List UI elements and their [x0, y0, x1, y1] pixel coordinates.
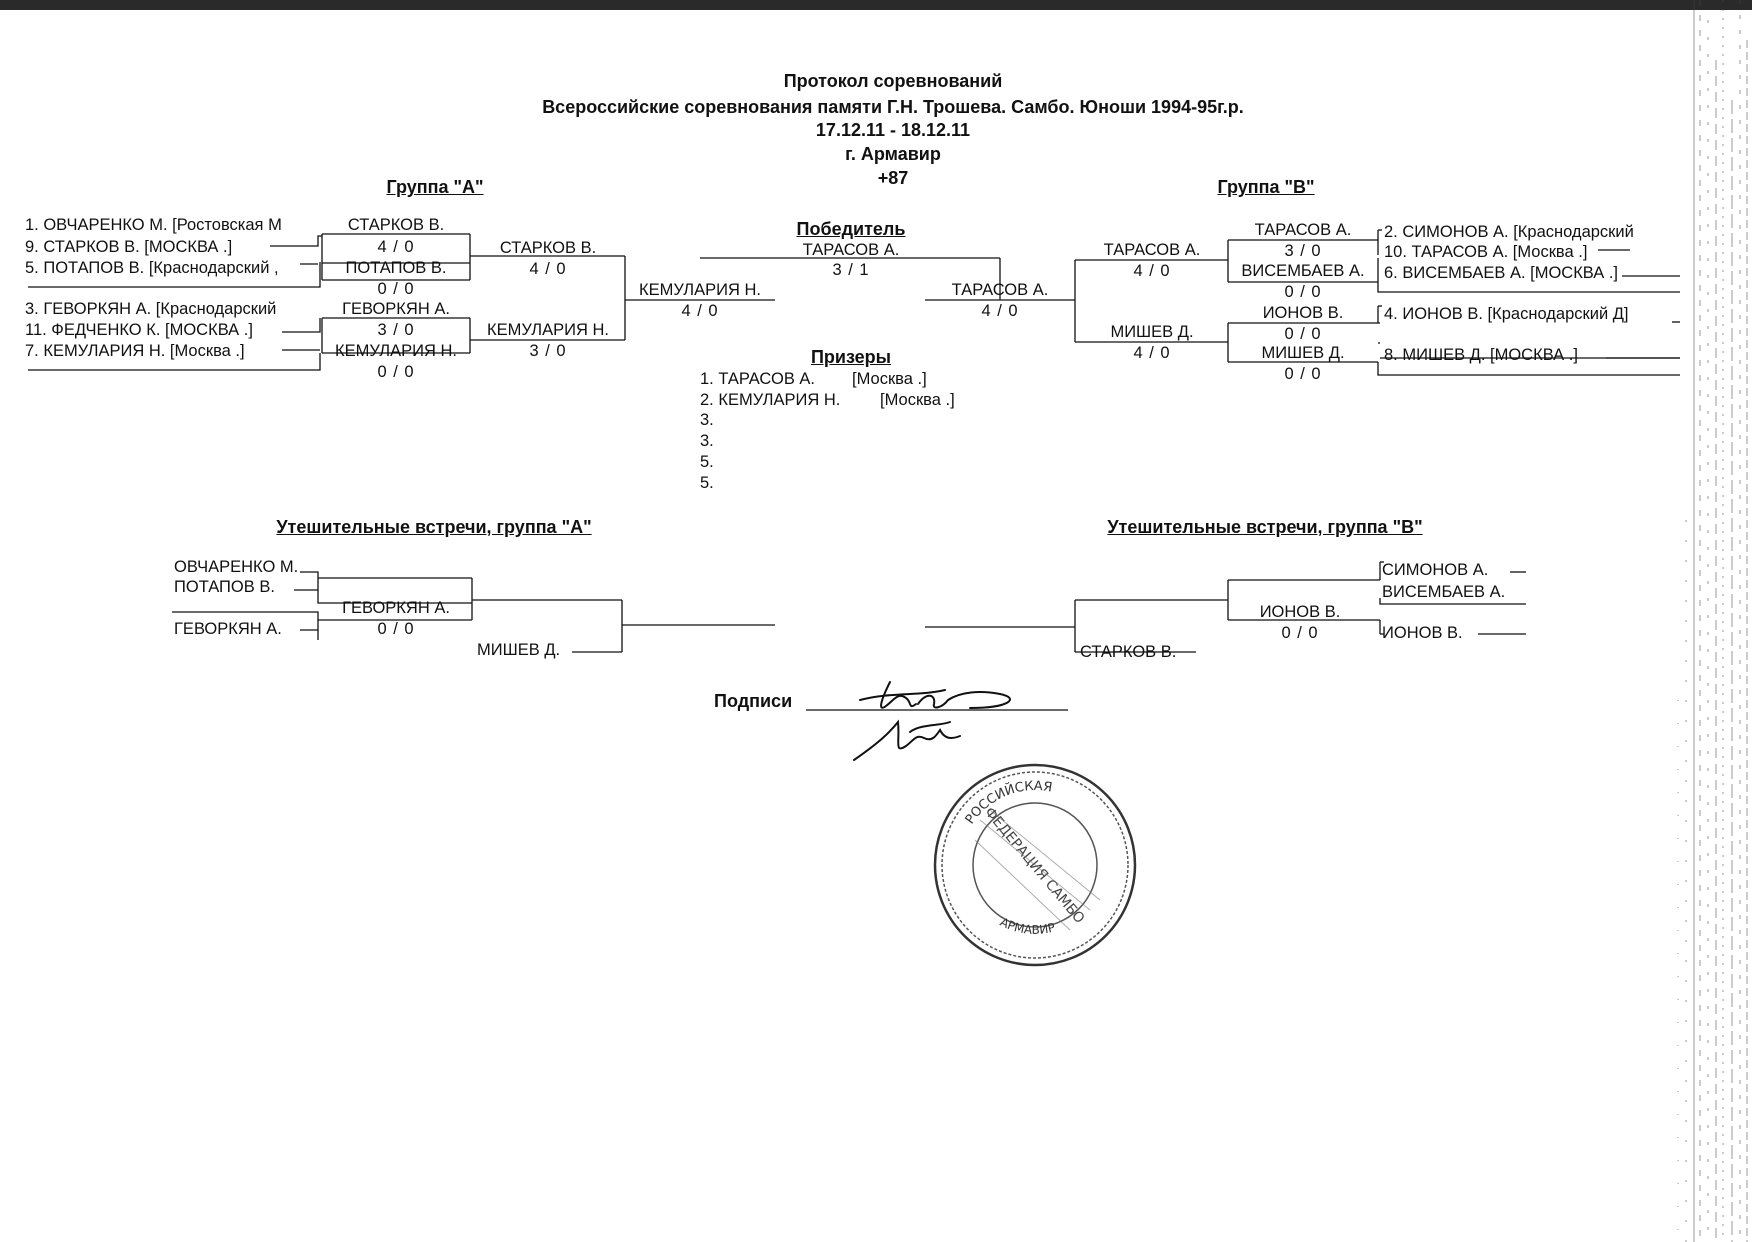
signatures-label: Подписи [714, 691, 793, 711]
consolation-a-win1-score: 0 / 0 [377, 620, 415, 638]
group-b-entry-1: 2. СИМОНОВ А. [Краснодарский [1384, 223, 1634, 241]
group-a-entry-1: 1. ОВЧАРЕНКО М. [Ростовская М [25, 216, 282, 234]
group-b-r1-4-name: МИШЕВ Д. [1261, 344, 1345, 362]
prize-3b-place: 3. [700, 432, 714, 450]
protocol-title: Протокол соревнований [783, 71, 1003, 91]
prizes-title: Призеры [810, 347, 892, 367]
group-b-r1-2-name: ВИСЕМБАЕВ А. [1241, 262, 1365, 280]
group-b-r1-4-score: 0 / 0 [1284, 365, 1322, 383]
group-b-r2-2-score: 4 / 0 [1133, 344, 1171, 362]
weight-category: +87 [877, 168, 909, 188]
group-b-r2-1-score: 4 / 0 [1133, 262, 1171, 280]
group-a-r2-2-name: КЕМУЛАРИЯ Н. [487, 321, 609, 339]
consolation-b-entry-2: ВИСЕМБАЕВ А. [1382, 583, 1506, 601]
consolation-b-entry-3: ИОНОВ В. [1382, 624, 1463, 642]
group-a-entry-2: 9. СТАРКОВ В. [МОСКВА .] [25, 238, 233, 256]
group-a-entry-5: 11. ФЕДЧЕНКО К. [МОСКВА .] [25, 321, 253, 339]
winner-name: ТАРАСОВ А. [802, 241, 900, 259]
group-b-r1-1-score: 3 / 0 [1284, 242, 1322, 260]
consolation-a-entry-2: ПОТАПОВ В. [174, 578, 275, 596]
stamp-text-bottom: АРМАВИР [998, 915, 1057, 937]
signature-1-icon [853, 681, 1011, 761]
consolation-b-entry-4: СТАРКОВ В. [1080, 643, 1177, 661]
group-b-entry-2: 10. ТАРАСОВ А. [Москва .] [1384, 243, 1588, 261]
group-b-final-name: ТАРАСОВ А. [951, 281, 1049, 299]
prize-5b-place: 5. [700, 474, 714, 492]
winner-title: Победитель [796, 219, 906, 239]
group-b-final-score: 4 / 0 [981, 302, 1019, 320]
group-b-title: Группа "В" [1217, 177, 1315, 197]
scan-top-edge [0, 0, 1752, 10]
consolation-b-entry-1: СИМОНОВ А. [1382, 561, 1489, 579]
group-b-entry-5: 8. МИШЕВ Д. [МОСКВА .] [1384, 346, 1578, 364]
stamp-text-inner: ФЕДЕРАЦИЯ САМБО [981, 804, 1087, 926]
group-a-final-name: КЕМУЛАРИЯ Н. [639, 281, 761, 299]
group-a-final-score: 4 / 0 [681, 302, 719, 320]
consolation-a-title: Утешительные встречи, группа "А" [276, 517, 592, 537]
competition-dates: 17.12.11 - 18.12.11 [815, 120, 971, 140]
group-b-r1-3-score: 0 / 0 [1284, 325, 1322, 343]
prize-3a-place: 3. [700, 411, 714, 429]
group-a-entry-6: 7. КЕМУЛАРИЯ Н. [Москва .] [25, 342, 245, 360]
scan-noise-strip [1677, 0, 1748, 1242]
consolation-a-entry-1: ОВЧАРЕНКО М. [174, 558, 299, 576]
group-a-title: Группа "А" [386, 177, 484, 197]
group-a-r1-2-name: ПОТАПОВ В. [345, 259, 447, 277]
consolation-b-title: Утешительные встречи, группа "В" [1107, 517, 1423, 537]
prize-2-club: [Москва .] [880, 391, 955, 409]
group-b-r1-1-name: ТАРАСОВ А. [1254, 221, 1352, 239]
group-a-r2-1-score: 4 / 0 [529, 260, 567, 278]
consolation-a-entry-4: МИШЕВ Д. [477, 641, 561, 659]
competition-city: г. Армавир [845, 144, 941, 164]
group-a-r1-1-score: 4 / 0 [377, 238, 415, 256]
group-b-r1-2-score: 0 / 0 [1284, 283, 1322, 301]
group-a-entry-4: 3. ГЕВОРКЯН А. [Краснодарский [25, 300, 277, 318]
group-a-r1-4-score: 0 / 0 [377, 363, 415, 381]
group-b-entry-3: 6. ВИСЕМБАЕВ А. [МОСКВА .] [1384, 264, 1619, 282]
winner-score: 3 / 1 [832, 261, 870, 279]
prize-1-club: [Москва .] [852, 370, 927, 388]
group-a-r1-3-score: 3 / 0 [377, 321, 415, 339]
group-b-r2-2-name: МИШЕВ Д. [1110, 323, 1194, 341]
consolation-b-win1-score: 0 / 0 [1281, 624, 1319, 642]
group-a-r1-2-score: 0 / 0 [377, 280, 415, 298]
consolation-a-entry-3: ГЕВОРКЯН А. [174, 620, 282, 638]
group-b-entry-4: 4. ИОНОВ В. [Краснодарский Д] [1384, 305, 1629, 323]
group-a-r2-1-name: СТАРКОВ В. [499, 239, 597, 257]
group-b-r2-1-name: ТАРАСОВ А. [1103, 241, 1201, 259]
competition-name: Всероссийские соревнования памяти Г.Н. Т… [542, 97, 1244, 117]
group-a-r2-2-score: 3 / 0 [529, 342, 567, 360]
group-a-r1-1-name: СТАРКОВ В. [347, 216, 445, 234]
prize-1-place: 1. ТАРАСОВ А. [700, 370, 815, 388]
group-a-r1-4-name: КЕМУЛАРИЯ Н. [335, 342, 457, 360]
prize-5a-place: 5. [700, 453, 714, 471]
group-a-r1-3-name: ГЕВОРКЯН А. [342, 300, 450, 318]
consolation-b-win1-name: ИОНОВ В. [1259, 603, 1341, 621]
organization-stamp-icon: РОССИЙСКАЯ АРМАВИР ФЕДЕРАЦИЯ САМБО [933, 763, 1137, 967]
group-a-entry-3: 5. ПОТАПОВ В. [Краснодарский , [25, 259, 279, 277]
group-b-r1-3-name: ИОНОВ В. [1262, 304, 1344, 322]
consolation-a-win1-name: ГЕВОРКЯН А. [342, 599, 450, 617]
prize-2-place: 2. КЕМУЛАРИЯ Н. [700, 391, 841, 409]
